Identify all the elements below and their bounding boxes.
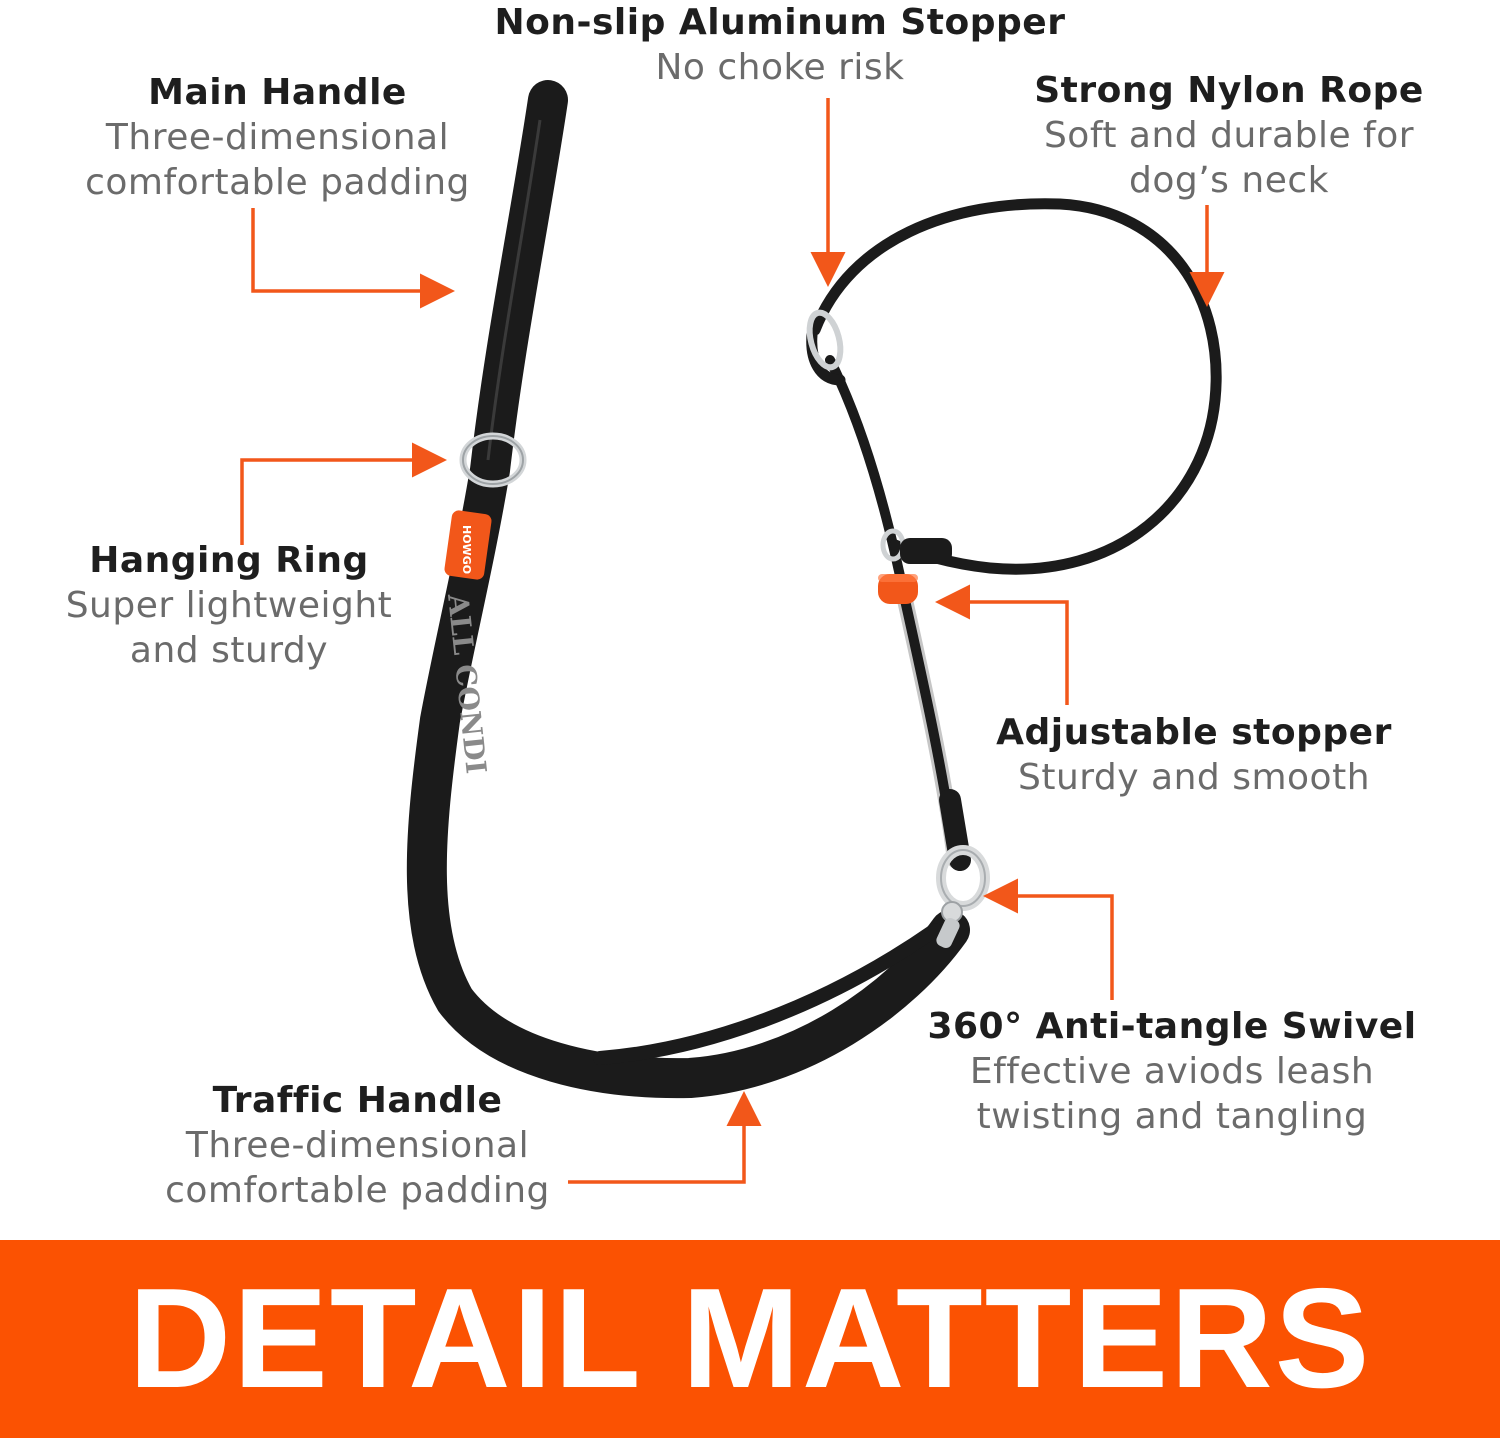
callout-title: Traffic Handle	[212, 1080, 503, 1121]
callout-title: 360° Anti-tangle Swivel	[927, 1006, 1417, 1047]
callout-description: Three-dimensional comfortable padding	[55, 115, 500, 205]
callout-desc-line: Three-dimensional	[105, 117, 450, 158]
callout-main-handle: Main Handle Three-dimensional comfortabl…	[55, 70, 500, 205]
callout-desc-line: Super lightweight	[65, 585, 393, 626]
collar-slide-ring	[880, 528, 952, 564]
callout-title: Non-slip Aluminum Stopper	[494, 2, 1066, 43]
callout-swivel: 360° Anti-tangle Swivel Effective aviods…	[925, 1004, 1419, 1139]
callout-nylon-rope: Strong Nylon Rope Soft and durable for d…	[1020, 68, 1438, 203]
callout-adjustable-stopper: Adjustable stopper Sturdy and smooth	[990, 710, 1398, 800]
callout-description: No choke risk	[490, 45, 1070, 90]
swivel-hardware	[936, 845, 990, 949]
callout-desc-line: Effective aviods leash	[969, 1051, 1375, 1092]
callout-desc-line: and sturdy	[129, 630, 329, 671]
adjustable-stopper-bead	[878, 574, 918, 604]
callout-desc-line: comfortable padding	[165, 1170, 550, 1211]
callout-desc-line: No choke risk	[655, 47, 905, 88]
callout-connectors	[240, 98, 1225, 1184]
callout-title: Adjustable stopper	[996, 712, 1392, 753]
callout-description: Soft and durable for dog’s neck	[1020, 113, 1438, 203]
callout-title: Main Handle	[148, 72, 407, 113]
connector-traffic-handle	[568, 1091, 762, 1184]
callout-description: Three-dimensional comfortable padding	[135, 1123, 580, 1213]
callout-desc-line: dog’s neck	[1129, 160, 1329, 201]
callout-description: Sturdy and smooth	[990, 755, 1398, 800]
connector-adjustable-stopper	[935, 584, 1069, 705]
callout-desc-line: twisting and tangling	[976, 1096, 1368, 1137]
callout-desc-line: Three-dimensional	[185, 1125, 530, 1166]
callout-desc-line: comfortable padding	[85, 162, 470, 203]
aluminum-stopper-ring	[806, 309, 844, 371]
callout-desc-line: Soft and durable for	[1043, 115, 1415, 156]
hanging-ring	[459, 432, 527, 488]
connector-main-handle	[251, 208, 455, 309]
connector-hanging-ring	[240, 442, 447, 545]
leash-illustration: ALL CONDI HOWGO	[240, 80, 1225, 1184]
callout-title: Hanging Ring	[89, 540, 369, 581]
callout-description: Effective aviods leash twisting and tang…	[925, 1049, 1419, 1139]
callout-desc-line: Sturdy and smooth	[1017, 757, 1371, 798]
banner-text: DETAIL MATTERS	[128, 1259, 1372, 1418]
brand-tag-text: HOWGO	[460, 525, 473, 574]
leash-strap	[406, 80, 970, 1099]
callout-title: Strong Nylon Rope	[1034, 70, 1424, 111]
connector-swivel	[983, 878, 1114, 1000]
callout-aluminum-stopper: Non-slip Aluminum Stopper No choke risk	[490, 0, 1070, 90]
banner: DETAIL MATTERS	[0, 1240, 1500, 1438]
callout-hanging-ring: Hanging Ring Super lightweight and sturd…	[45, 538, 413, 673]
callout-description: Super lightweight and sturdy	[45, 583, 413, 673]
brand-tag: HOWGO	[444, 510, 492, 580]
callout-traffic-handle: Traffic Handle Three-dimensional comfort…	[135, 1078, 580, 1213]
